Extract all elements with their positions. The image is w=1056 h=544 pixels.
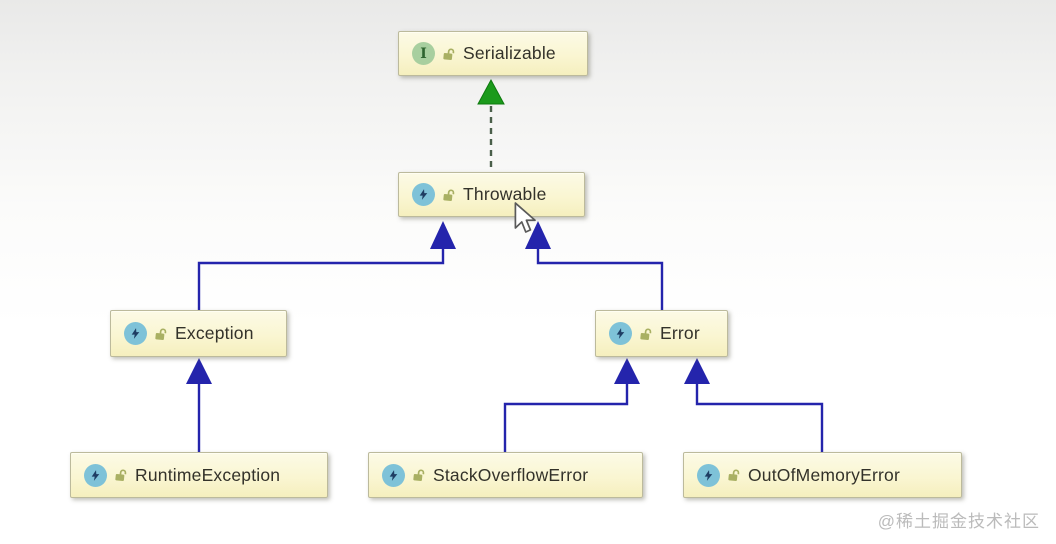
exception-class-icon	[609, 322, 632, 345]
class-node-throwable[interactable]: Throwable	[398, 172, 585, 217]
extends-arrowhead	[684, 358, 710, 384]
unlocked-icon	[154, 327, 168, 341]
edge-error-extends-throwable	[525, 221, 664, 310]
unlocked-icon	[727, 468, 741, 482]
node-label: Throwable	[463, 184, 547, 204]
node-label: StackOverflowError	[433, 464, 589, 485]
interface-icon: I	[412, 42, 435, 65]
unlocked-icon	[412, 468, 426, 482]
edge-exception-extends-throwable	[197, 221, 456, 310]
lightning-icon	[91, 469, 100, 481]
class-node-stackoverflowerror[interactable]: StackOverflowError	[368, 452, 643, 498]
class-node-outofmemoryerror[interactable]: OutOfMemoryError	[683, 452, 962, 498]
edge-runtimeexception-extends-exception	[186, 358, 212, 452]
exception-class-icon	[382, 463, 405, 487]
extends-arrowhead	[614, 358, 640, 384]
unlocked-icon	[442, 47, 456, 61]
watermark-text: @稀土掘金技术社区	[877, 512, 1040, 531]
class-node-error[interactable]: Error	[595, 310, 728, 357]
exception-class-icon	[412, 183, 435, 206]
mouse-cursor-icon	[514, 202, 536, 233]
edge-stackoverflowerror-extends-error	[503, 358, 640, 452]
extends-arrowhead	[430, 221, 456, 249]
unlocked-icon	[442, 188, 456, 202]
lightning-icon	[389, 469, 398, 481]
exception-class-icon	[697, 463, 720, 487]
lightning-icon	[131, 328, 140, 339]
class-node-runtimeexception[interactable]: RuntimeException	[70, 452, 328, 498]
lightning-icon	[419, 189, 428, 200]
class-node-serializable[interactable]: I Serializable	[398, 31, 588, 76]
unlocked-icon	[114, 468, 128, 482]
class-node-exception[interactable]: Exception	[110, 310, 287, 357]
lightning-icon	[704, 469, 713, 481]
node-label: Exception	[175, 323, 254, 343]
unlocked-icon	[639, 327, 653, 341]
node-label: OutOfMemoryError	[748, 464, 900, 485]
lightning-icon	[616, 328, 625, 339]
node-label: RuntimeException	[135, 464, 281, 485]
node-label: Error	[660, 323, 700, 343]
implements-arrowhead	[477, 78, 505, 105]
edge-outofmemoryerror-extends-error	[684, 358, 824, 452]
extends-arrowhead	[186, 358, 212, 384]
exception-class-icon	[124, 322, 147, 345]
exception-class-icon	[84, 463, 107, 487]
edge-throwable-implements-serializable	[477, 78, 505, 167]
node-label: Serializable	[463, 43, 556, 63]
